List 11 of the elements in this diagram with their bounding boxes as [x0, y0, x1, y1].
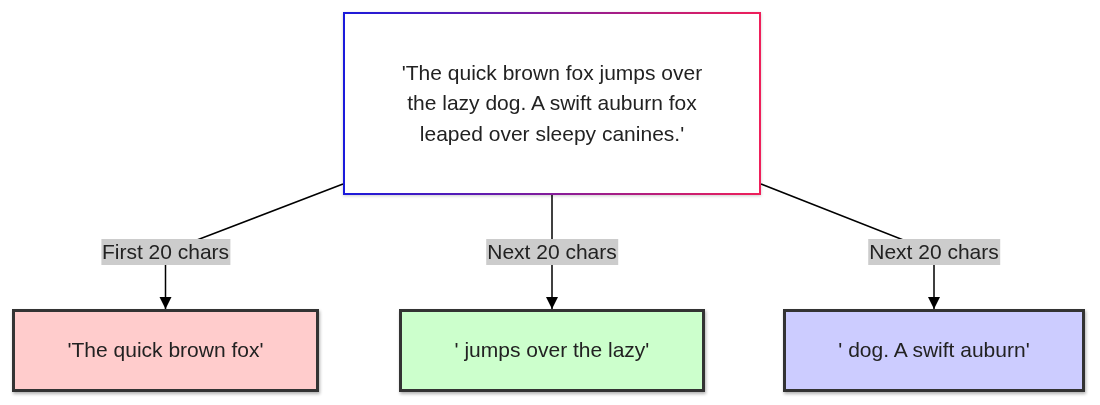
- edge-label: First 20 chars: [100, 239, 231, 265]
- chunk-box: [399, 309, 705, 392]
- node-text: 'The quick brown fox jumps over the lazy dog. A swift auburn fox leaped over sleepy canines.': [400, 59, 704, 147]
- edge-label: Next 20 chars: [486, 239, 618, 265]
- edge-label: Next 20 chars: [868, 239, 1000, 265]
- node-text: 'The quick brown fox': [67, 337, 264, 364]
- chunk-box: [783, 309, 1085, 392]
- chunk-box: [12, 309, 319, 392]
- node-text: ' jumps over the lazy': [454, 337, 650, 364]
- node-text: ' dog. A swift auburn': [838, 337, 1030, 364]
- source-text-box: [343, 12, 761, 195]
